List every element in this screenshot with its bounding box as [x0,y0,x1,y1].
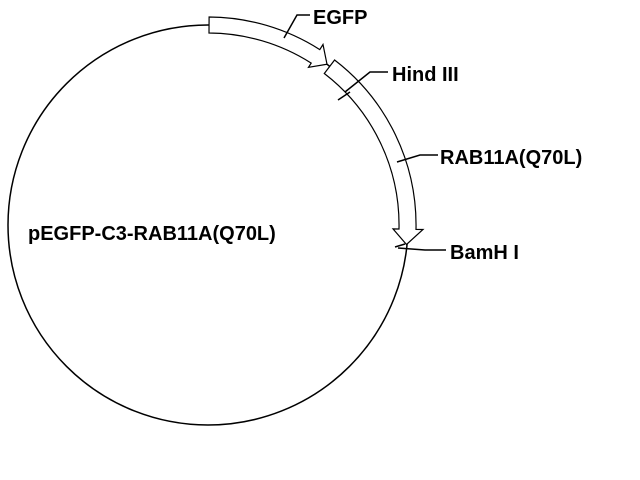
egfp-feature-arrow [208,16,328,69]
bamhi-leader-line [397,247,446,251]
egfp-leader-line [283,14,310,39]
plasmid-name: pEGFP-C3-RAB11A(Q70L) [28,223,276,245]
bamhi-site-tick [394,243,406,248]
hindiii-site-tick [337,91,351,101]
hindiii-leader-line [344,71,388,93]
rab11a-label: RAB11A(Q70L) [440,147,582,169]
hindiii-label: Hind III [392,64,459,86]
rab11a-leader-line [396,154,438,163]
rab11a-feature-arrow [323,59,425,246]
bamhi-label: BamH I [450,242,519,264]
egfp-label: EGFP [313,7,367,29]
